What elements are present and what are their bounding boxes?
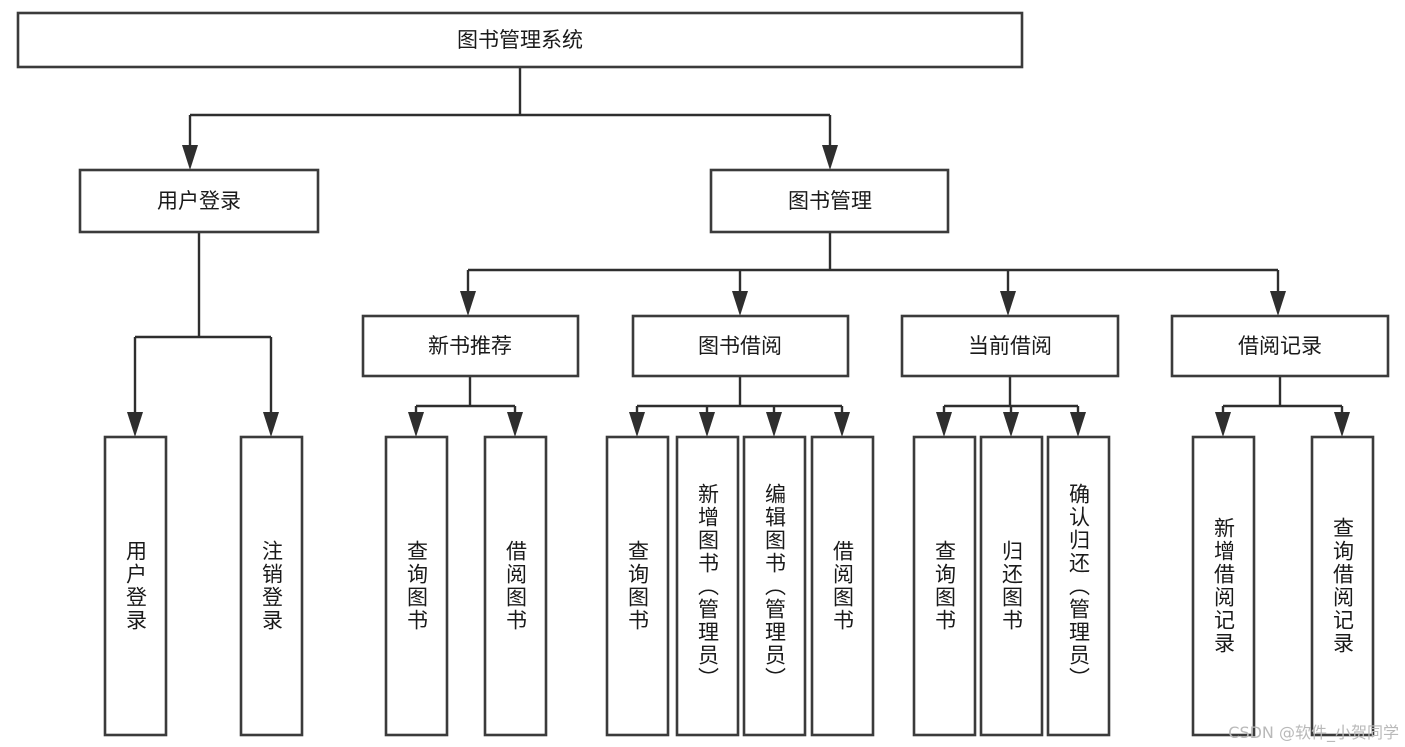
- node-leaf-query-book-2[interactable]: [605, 435, 670, 737]
- connector-bookmanage-to-level2: [460, 233, 1286, 316]
- node-root[interactable]: 图书管理系统: [16, 11, 1024, 69]
- connector-bookborrow-to-leaves: [629, 376, 850, 437]
- node-leaf-query-record-label: 查询借阅记录: [1330, 517, 1355, 655]
- node-leaf-user-login[interactable]: [103, 435, 168, 737]
- node-borrow-record-label: 借阅记录: [1238, 334, 1322, 358]
- node-user-login[interactable]: 用户登录: [78, 168, 320, 234]
- node-leaf-add-book[interactable]: [675, 435, 740, 737]
- node-leaf-add-record[interactable]: [1191, 435, 1256, 737]
- node-root-label: 图书管理系统: [457, 28, 583, 52]
- node-leaf-user-logout-label: 注销登录: [259, 540, 284, 632]
- node-user-login-label: 用户登录: [157, 189, 241, 213]
- node-leaf-return-book-label: 归还图书: [999, 540, 1024, 632]
- connector-userlogin-to-leaves: [127, 233, 279, 437]
- node-leaf-borrow-book-2[interactable]: [810, 435, 875, 737]
- node-leaf-confirm-return[interactable]: [1046, 435, 1111, 737]
- node-leaf-query-book-3[interactable]: [912, 435, 977, 737]
- node-leaf-confirm-return-label: 确认归还（管理员）: [1066, 482, 1091, 690]
- connector-newbook-to-leaves: [408, 376, 523, 437]
- node-leaf-query-book-1[interactable]: [384, 435, 449, 737]
- node-leaf-borrow-book-2-label: 借阅图书: [830, 540, 855, 632]
- node-leaf-add-record-label: 新增借阅记录: [1211, 517, 1236, 655]
- node-leaf-add-book-label: 新增图书（管理员）: [695, 482, 720, 690]
- node-leaf-edit-book-label: 编辑图书（管理员）: [762, 482, 787, 690]
- node-leaf-user-logout[interactable]: [239, 435, 304, 737]
- node-borrow-record[interactable]: 借阅记录: [1170, 314, 1390, 378]
- connector-root-to-level1: [182, 68, 838, 170]
- csdn-watermark: CSDN @软件_小贺同学: [1228, 723, 1399, 742]
- connector-currentborrow-to-leaves: [936, 376, 1086, 437]
- node-leaf-user-login-label: 用户登录: [123, 540, 148, 632]
- node-leaf-query-record[interactable]: [1310, 435, 1375, 737]
- node-book-manage[interactable]: 图书管理: [709, 168, 950, 234]
- node-book-borrow-label: 图书借阅: [698, 334, 782, 358]
- node-leaf-edit-book[interactable]: [742, 435, 807, 737]
- node-new-book-recommend[interactable]: 新书推荐: [361, 314, 580, 378]
- connector-borrowrecord-to-leaves: [1215, 376, 1350, 437]
- node-leaf-borrow-book-1[interactable]: [483, 435, 548, 737]
- node-leaf-borrow-book-1-label: 借阅图书: [503, 540, 528, 632]
- node-new-book-recommend-label: 新书推荐: [428, 334, 512, 358]
- node-leaf-return-book[interactable]: [979, 435, 1044, 737]
- node-book-borrow[interactable]: 图书借阅: [631, 314, 850, 378]
- node-current-borrow-label: 当前借阅: [968, 334, 1052, 358]
- node-leaf-query-book-3-label: 查询图书: [932, 540, 957, 632]
- node-book-manage-label: 图书管理: [788, 189, 872, 213]
- node-current-borrow[interactable]: 当前借阅: [900, 314, 1120, 378]
- node-leaf-query-book-2-label: 查询图书: [625, 540, 650, 632]
- node-leaf-query-book-1-label: 查询图书: [404, 540, 429, 632]
